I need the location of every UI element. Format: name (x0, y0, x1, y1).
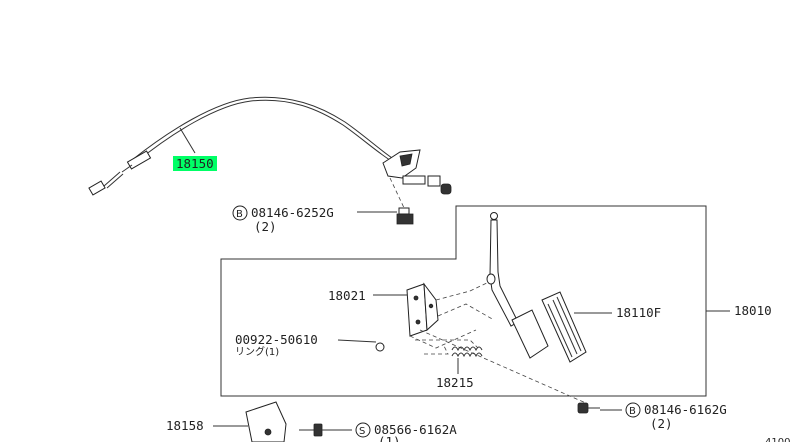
stopper-bracket[interactable] (245, 401, 287, 442)
bolt-type-b-symbol (232, 205, 248, 221)
ring-washer[interactable] (375, 342, 385, 352)
part-label-18110f[interactable]: 18110F (616, 305, 661, 320)
assembly-frame (220, 205, 707, 397)
bolt-upper[interactable] (396, 207, 414, 225)
bolt-letter: B (236, 209, 243, 220)
return-spring[interactable] (451, 346, 483, 358)
screw-qty: (1) (378, 434, 401, 442)
accelerator-cable[interactable] (88, 96, 396, 196)
screw-letter: S (359, 426, 365, 437)
part-label-18150[interactable]: 18150 (176, 156, 214, 171)
part-label-18158[interactable]: 18158 (166, 418, 204, 433)
ring-label: リング(1) (235, 345, 279, 358)
screw-s[interactable] (299, 423, 323, 437)
assembly-guides (409, 290, 589, 405)
part-label-18215[interactable]: 18215 (436, 375, 474, 390)
pedal-pad[interactable] (541, 291, 587, 363)
bolt-lower[interactable] (577, 402, 600, 414)
page-reference: 4100 (765, 437, 790, 442)
bolt-qty-lower: (2) (650, 416, 673, 431)
bolt-qty-upper: (2) (254, 219, 277, 234)
part-label-18021[interactable]: 18021 (328, 288, 366, 303)
bolt-code-lower[interactable]: 08146-6162G (644, 402, 727, 417)
part-label-18010[interactable]: 18010 (734, 303, 772, 318)
accelerator-pedal[interactable] (469, 212, 549, 359)
ring-code[interactable]: 00922-50610 (235, 332, 318, 347)
bolt-type-b-symbol-lower (625, 402, 641, 418)
pedal-bracket[interactable] (406, 282, 439, 337)
screw-type-s-symbol (355, 422, 371, 438)
bolt-letter-lower: B (629, 406, 636, 417)
part-18150-highlight (173, 156, 217, 171)
bolt-code-upper[interactable]: 08146-6252G (251, 205, 334, 220)
cable-bracket (382, 149, 452, 211)
screw-code[interactable]: 08566-6162A (374, 422, 457, 437)
